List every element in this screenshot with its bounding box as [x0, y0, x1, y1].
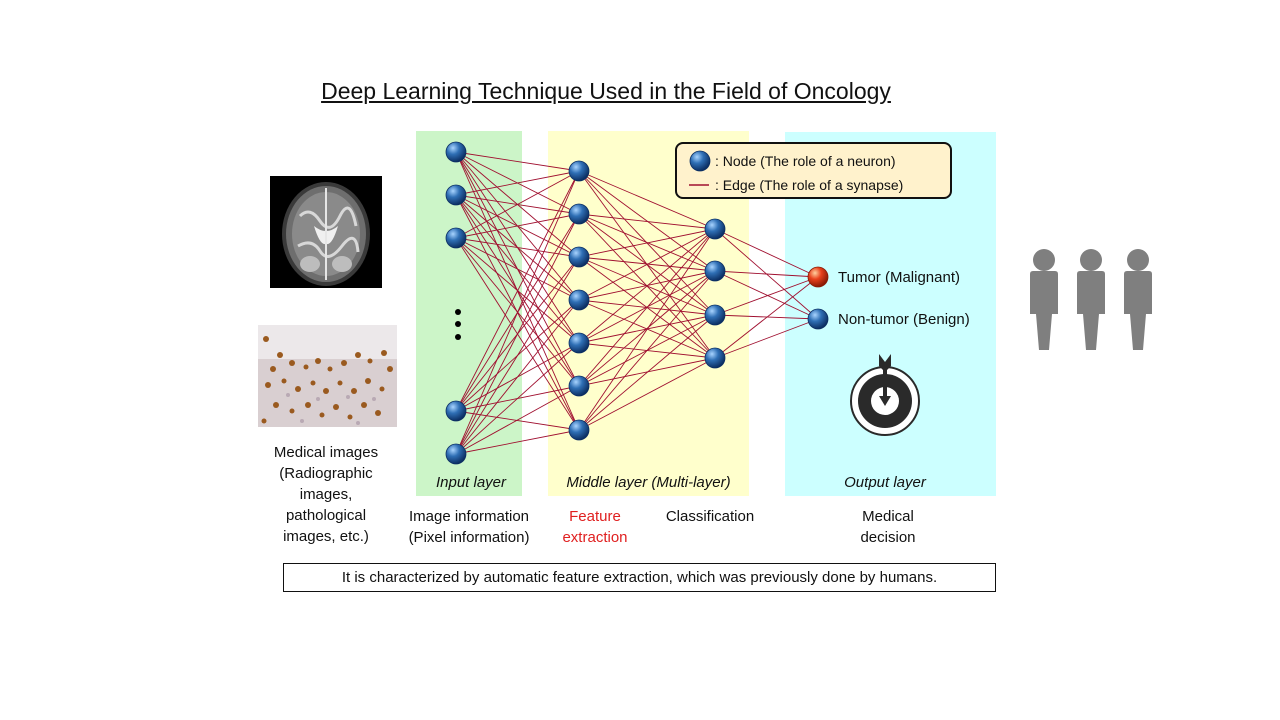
classification-node: [704, 304, 726, 326]
output-layer-label: Output layer: [844, 474, 926, 491]
caption-line: images, etc.): [283, 528, 369, 545]
legend-edge-label: : Edge (The role of a synapse): [715, 177, 904, 193]
target-icon: [850, 354, 920, 436]
feature-node: [568, 332, 590, 354]
feature-node: [568, 246, 590, 268]
network-edge: [578, 314, 716, 431]
caption-line: Feature: [569, 508, 621, 525]
legend-node-row: : Node (The role of a neuron): [689, 150, 896, 172]
middle-layer-label: Middle layer (Multi-layer): [566, 474, 731, 491]
page-title: Deep Learning Technique Used in the Fiel…: [321, 78, 891, 104]
tumor-output-node: [807, 266, 829, 288]
network-edge: [714, 276, 819, 316]
tumor-output-label: Tumor (Malignant): [838, 269, 960, 286]
node-group: [445, 141, 829, 465]
non-tumor-output-node: [807, 308, 829, 330]
network-edge: [455, 151, 580, 172]
ellipsis-dots: [455, 309, 461, 340]
caption-line: pathological: [285, 507, 367, 524]
network-edge: [578, 213, 716, 230]
person-icon: [1124, 249, 1152, 350]
network-edge: [455, 213, 580, 455]
network-edge: [714, 318, 819, 359]
network-edge: [455, 170, 580, 196]
legend-box: : Node (The role of a neuron) : Edge (Th…: [675, 142, 952, 199]
input-node: [445, 141, 467, 163]
network-edge: [714, 270, 819, 320]
classification-node: [704, 218, 726, 240]
feature-node: [568, 419, 590, 441]
network-edge: [578, 228, 716, 258]
caption-line: Medical: [862, 508, 914, 525]
caption-line: images,: [299, 486, 353, 503]
feature-node: [568, 203, 590, 225]
network-edge: [455, 170, 580, 239]
feature-node: [568, 375, 590, 397]
person-icon: [1077, 249, 1105, 350]
pathology-slide-image: [258, 325, 397, 427]
input-node: [445, 443, 467, 465]
input-node: [445, 184, 467, 206]
edge-group: [455, 151, 819, 455]
medical-images-caption: Medical images (Radiographic images, pat…: [256, 442, 396, 547]
network-edge: [455, 429, 580, 455]
legend-edge-row: : Edge (The role of a synapse): [689, 177, 903, 193]
network-edge: [578, 270, 716, 387]
classification-node: [704, 260, 726, 282]
network-edge: [455, 342, 580, 455]
node-icon: [689, 150, 711, 172]
image-information-caption: Image information (Pixel information): [394, 506, 544, 548]
brain-mri-image: [270, 176, 382, 288]
caption-line: Medical images: [273, 444, 379, 461]
network-edge: [578, 228, 716, 431]
network-edge: [578, 170, 716, 230]
medical-decision-caption: Medical decision: [838, 506, 938, 548]
network-edge: [578, 228, 716, 344]
network-edge: [578, 213, 716, 272]
network-edge: [455, 256, 580, 455]
network-edge: [578, 270, 716, 431]
input-layer-label: Input layer: [435, 474, 507, 491]
network-edge: [455, 385, 580, 455]
network-edge: [714, 228, 819, 278]
non-tumor-output-label: Non-tumor (Benign): [838, 311, 970, 328]
feature-node: [568, 160, 590, 182]
caption-line: extraction: [562, 529, 628, 546]
caption-line: decision: [860, 529, 916, 546]
network-edge: [578, 357, 716, 431]
classification-node: [704, 347, 726, 369]
network-edge: [578, 170, 716, 272]
edge-line-icon: [689, 184, 709, 186]
caption-line: (Pixel information): [408, 529, 530, 546]
feature-extraction-caption: Feature extraction: [550, 506, 640, 548]
network-edge: [578, 228, 716, 301]
network-edge: [714, 270, 819, 278]
legend-node-label: : Node (The role of a neuron): [715, 153, 896, 169]
classification-caption: Classification: [665, 508, 755, 525]
feature-node: [568, 289, 590, 311]
caption-line: (Radiographic: [279, 465, 373, 482]
person-icon: [1030, 249, 1058, 350]
network-edge: [455, 170, 580, 455]
input-node: [445, 400, 467, 422]
network-edge: [578, 228, 716, 387]
network-edge: [455, 170, 580, 412]
network-edge: [455, 299, 580, 455]
network-edge: [714, 276, 819, 359]
input-node: [445, 227, 467, 249]
caption-line: Image information: [408, 508, 530, 525]
summary-box: It is characterized by automatic feature…: [283, 563, 996, 592]
